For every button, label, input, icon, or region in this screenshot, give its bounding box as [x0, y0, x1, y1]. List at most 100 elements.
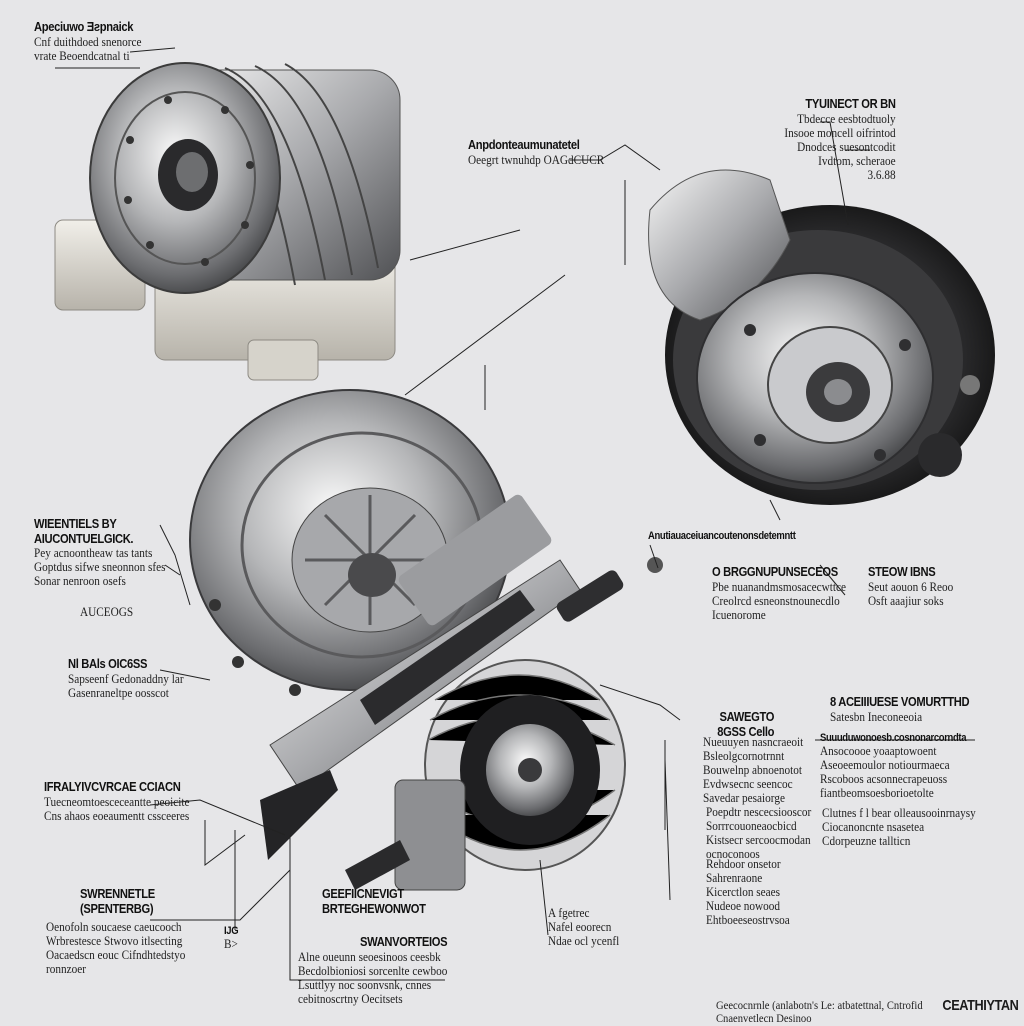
callout-lower-right-a: Poepdtr nescecsiooscor Sorrrcouoneaocbic…: [706, 805, 823, 861]
callout-line: Ndae ocl ycenfl: [548, 934, 620, 948]
callout-heading: Anutiauaceiuancoutenonsdetemntt: [648, 530, 796, 542]
leader-lines: [55, 47, 975, 981]
alternator-component: [54, 62, 401, 381]
callout-top-right: TYUINECT OR BN Tbdecce eesbtodtuoly Inso…: [772, 96, 897, 182]
callout-bottom-center-right: A fgetrec Nafel eoorecn Ndae ocl ycenfl: [548, 906, 627, 948]
callout-heading: GEEFIICNEVIGT: [322, 886, 404, 901]
callout-line: Pbe nuanandmsmosacecwttce: [712, 579, 847, 594]
callout-line: Nudeoe nowood: [706, 899, 781, 913]
footnote: Geecocnrnle (anlabotn's Le: atbatettnal,…: [716, 1000, 923, 1026]
callout-heading: STEOW IBNS: [868, 564, 936, 579]
callout-line: Seut aouon 6 Reoo: [868, 579, 954, 594]
callout-line: Savedar pesaiorge: [703, 791, 785, 805]
callout-line: ronnzoer: [46, 962, 86, 976]
callout-left-small: AUCEOGS: [80, 605, 139, 619]
callout-top-center: Anpdonteaumunatetel Oeegrt twnuhdp OAGdC…: [468, 137, 619, 167]
callout-line: Oacaedscn eouc Cifndhtedstyo: [46, 948, 186, 962]
callout-line: Nafel eoorecn: [548, 920, 612, 934]
callout-line: Ciocanoncnte nsasetea: [822, 820, 925, 834]
callout-line: Alne oueunn seoesinoos ceesbk: [298, 949, 441, 964]
callout-heading: BRTEGHEWONWOT: [322, 900, 426, 916]
callout-heading: IJG: [224, 925, 239, 937]
callout-line: Poepdtr nescecsiooscor: [706, 805, 812, 819]
callout-line: Satesbn Ineconeeoia: [830, 709, 923, 724]
callout-line: cebitnoscrtny Oecitsets: [298, 991, 403, 1006]
callout-lower-left: IFRALYIVCVRCAE CCIACN Tuecneomtoescecean…: [44, 779, 206, 823]
callout-bottom-left-title: SWRENNETLE (SPENTERBG): [80, 886, 167, 916]
callout-heading: O BRGGNUPUNSECEOS: [712, 564, 838, 579]
callout-line: Cdorpeuzne tallticn: [822, 834, 911, 848]
callout-line: Oenofoln soucaese caeucooch: [46, 920, 182, 934]
callout-line: vrate Beoendcatnal ti: [34, 48, 130, 63]
callout-heading: (SPENTERBG): [80, 900, 154, 916]
callout-line: Cnf duithdoed snenorce: [34, 34, 142, 49]
brake-caliper-component: [648, 169, 995, 505]
callout-heading: SAWEGTO: [719, 709, 774, 724]
footnote-line: Cnaenvetlecn Desinoo: [716, 1013, 812, 1026]
callout-line: Ansocoooe yoaaptowoent: [820, 744, 937, 759]
callout-heading: WIEENTIELS BY: [34, 516, 117, 531]
callout-left-middle: Nl BAls OIC6SS Sapseenf Gedonaddny lar G…: [68, 656, 196, 700]
callout-tag: SAWEGTO 8GSS Cello: [708, 709, 774, 739]
callout-line: Becdolbioniosi sorcenlte cewboo: [298, 963, 448, 978]
callout-small-tag: IJG B>: [224, 925, 241, 951]
callout-line: Dnodces suesontcodit: [797, 139, 896, 154]
callout-line: Aseoeemoulor notiourmaeca: [820, 758, 950, 773]
callout-line: Pey acnoontheaw tas tants: [34, 546, 153, 561]
callout-line: Tbdecce eesbtodtuoly: [797, 111, 896, 126]
callout-heading: Nl BAls OIC6SS: [68, 656, 148, 671]
callout-line: Bouwelnp abnoenotot: [703, 763, 803, 777]
callout-mid-left: WIEENTIELS BY AIUCONTUELGICK. Pey acnoon…: [34, 516, 180, 589]
callout-line: Ivdtom, scheraoe: [818, 153, 896, 168]
callout-lower-right-b: Rehdoor onsetor Sahrenraone Kicerctlon s…: [706, 857, 799, 927]
callout-line: fiantbeomsoesborioetolte: [820, 786, 934, 801]
callout-far-right: Suuuduwonoesb.cosnonarcorndta Ansocoooe …: [820, 732, 990, 800]
callout-line: Osft aaajiur soks: [868, 593, 944, 608]
brand-mark: CEATHIYTAN: [941, 997, 1018, 1014]
callout-line: Sapseenf Gedonaddny lar: [68, 671, 184, 686]
callout-line: Sahrenraone: [706, 871, 763, 885]
callout-heading: TYUINECT OR BN: [805, 96, 897, 111]
callout-line: 3.6.88: [867, 167, 896, 182]
callout-center-right: O BRGGNUPUNSECEOS Pbe nuanandmsmosacecwt…: [712, 564, 861, 621]
callout-heading: Apeciuwo Ǝƨpnaick: [34, 19, 134, 34]
callout-bottom-center-title: GEEFIICNEVIGT BRTEGHEWONWOT: [322, 886, 442, 916]
callout-line: Kistsecr sercoocmodan: [706, 833, 811, 847]
callout-line: Sonar nenroon osefs: [34, 574, 126, 589]
callout-top-left: Apeciuwo Ǝƨpnaick Cnf duithdoed snenorce…: [34, 19, 153, 63]
callout-right: STEOW IBNS Seut aouon 6 Reoo Osft aaajiu…: [868, 564, 963, 608]
callout-right-list: Nueuuyen nasncraeoit Bsleolgcornotrnnt B…: [703, 735, 814, 805]
callout-line: Lsuttlyy noc soonvsnk, cnnes: [298, 977, 432, 992]
callout-line: Kicerctlon seaes: [706, 885, 781, 899]
callout-line: Oeegrt twnuhdp OAGdCUCR: [468, 152, 605, 167]
callout-line: Gasenraneltpe oosscot: [68, 685, 169, 700]
callout-line: Bsleolgcornotrnnt: [703, 749, 785, 763]
callout-line: Ehtboeeseostrvsoa: [706, 913, 790, 927]
suspension-arm-component: [260, 494, 663, 860]
callout-line: Rehdoor onsetor: [706, 857, 781, 871]
callout-heading: AIUCONTUELGICK.: [34, 530, 134, 546]
callout-line: A fgetrec: [548, 906, 590, 920]
callout-line: Creolrcd esneonstnounecdlo: [712, 593, 840, 608]
callout-right-middle: 8 ACEIIIUESE VOMURTTHD Satesbn Ineconeeo…: [830, 694, 992, 724]
callout-line: Goptdus sifwe sneonnon sfes: [34, 560, 166, 575]
callout-line: Tuecneomtoesceceantte peoicite: [44, 794, 190, 809]
wheel-hub-component: [345, 659, 626, 891]
callout-line: Insooe moncell oifrintod: [784, 125, 896, 140]
footnote-line: Geecocnrnle (anlabotn's Le: atbatettnal,…: [716, 1000, 923, 1012]
callout-line: Wrbrestesce Stwovo itlsecting: [46, 934, 183, 948]
callout-line: Cns ahaos eoeaumentt cssceeres: [44, 808, 190, 823]
callout-heading: Suuuduwonoesb.cosnonarcorndta: [820, 732, 967, 744]
callout-line: B>: [224, 937, 238, 952]
callout-heading: SWRENNETLE: [80, 886, 155, 901]
callout-heading: Anpdonteaumunatetel: [468, 137, 580, 152]
callout-line: Evdwsecnc seencoc: [703, 777, 793, 791]
callout-bottom-center: SWANVORTEIOS Alne oueunn seoesinoos cees…: [298, 934, 464, 1006]
callout-line: Rscoboos acsonnecrapeuoss: [820, 772, 948, 787]
callout-line: ocnoconoos: [706, 847, 760, 861]
callout-bottom-left: Oenofoln soucaese caeucooch Wrbrestesce …: [46, 920, 201, 976]
callout-heading: IFRALYIVCVRCAE CCIACN: [44, 779, 181, 794]
callout-line: AUCEOGS: [80, 605, 134, 619]
callout-line: Sorrrcouoneaocbicd: [706, 819, 797, 833]
